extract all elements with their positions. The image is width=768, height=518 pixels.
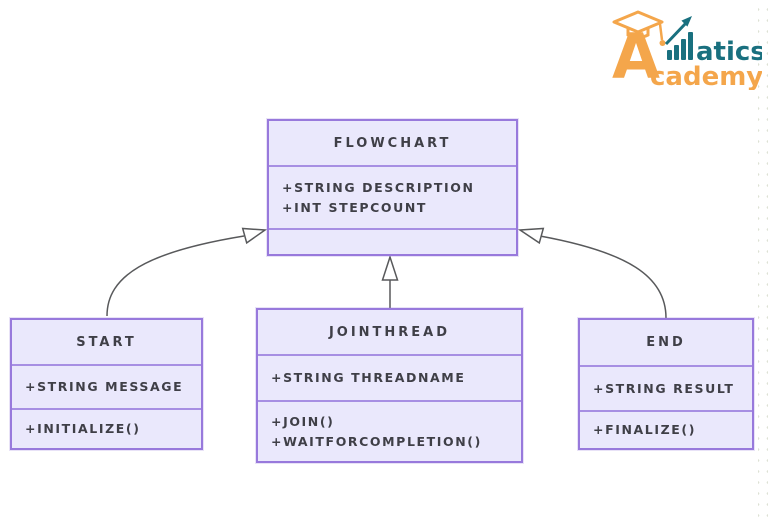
class-box-start: START +STRING MESSAGE +INITIALIZE() [10,318,203,450]
inheritance-arrowhead [517,227,545,245]
logo-text-cademy: cademy [650,62,762,90]
class-title: END [646,335,686,350]
logo: A atics cademy [612,10,762,90]
class-title: FLOWCHART [333,135,452,151]
class-attribute: +STRING RESULT [593,380,735,396]
class-title: START [76,334,137,350]
inheritance-arrow-end-to-flowchart [517,227,667,319]
dot-grid [758,0,768,518]
class-methods-empty [269,228,516,254]
class-box-flowchart: FLOWCHART +STRING DESCRIPTION +INT STEPC… [267,119,518,256]
class-method: +WAITFORCOMPLETION() [271,433,482,449]
class-box-end: END +STRING RESULT +FINALIZE() [578,318,754,450]
class-attribute: +STRING MESSAGE [25,379,184,394]
bar-chart-icon [667,32,693,60]
logo-text-atics: atics [696,37,762,67]
class-attribute: +STRING DESCRIPTION [282,179,475,195]
inheritance-arrow-start-to-flowchart [106,227,268,317]
class-attribute: +INT STEPCOUNT [282,199,428,215]
graduation-cap-icon [612,10,666,46]
growth-arrow-icon [664,16,692,46]
class-box-jointhread: JOINTHREAD +STRING THREADNAME +JOIN() +W… [256,308,523,463]
class-method: +INITIALIZE() [25,421,141,436]
inheritance-arrowhead [241,227,268,245]
inheritance-arrow-jointhread-to-flowchart [381,254,399,308]
class-attribute: +STRING THREADNAME [271,370,466,385]
class-method: +FINALIZE() [593,422,697,437]
class-method: +JOIN() [271,413,335,429]
class-title: JOINTHREAD [328,324,451,340]
inheritance-arrowhead [381,254,399,281]
